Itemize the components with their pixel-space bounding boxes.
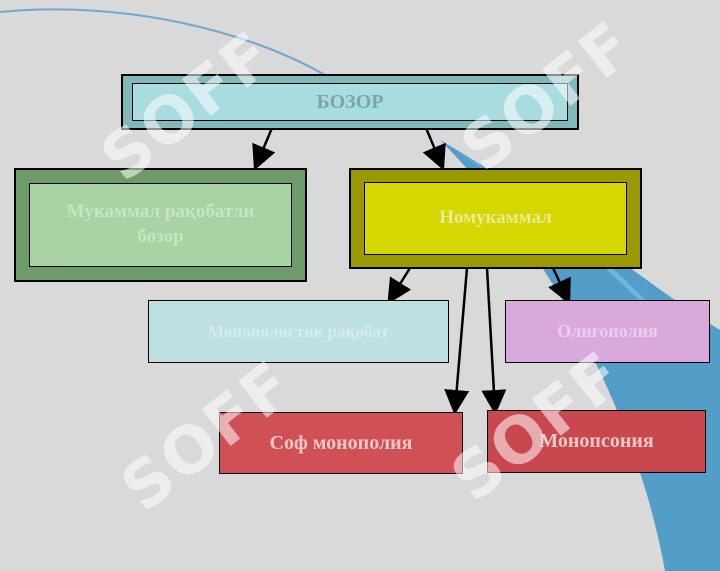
box-perfect-competition-label: Мукаммал рақобатли бозор <box>66 201 255 247</box>
box-monopsony-label: Монопсония <box>539 430 654 452</box>
box-monopolistic-competition-label: Монополистик рақобат <box>208 321 389 341</box>
box-monopolistic-competition: Монополистик рақобат <box>148 300 449 363</box>
box-pure-monopoly-label: Соф монополия <box>269 431 413 454</box>
arrow-right-to-mid-left <box>387 267 412 305</box>
arrow-top-to-right <box>422 127 446 171</box>
box-imperfect: Номукаммал <box>349 168 642 269</box>
arrow-right-to-bottom-left <box>444 267 470 415</box>
box-pure-monopoly: Соф монополия <box>219 412 463 474</box>
box-imperfect-label: Номукаммал <box>439 207 552 229</box>
box-perfect-competition: Мукаммал рақобатли бозор <box>14 168 307 282</box>
arrow-right-to-mid-right <box>548 267 571 305</box>
box-bozor-label: БОЗОР <box>316 91 384 113</box>
box-bozor: БОЗОР <box>121 74 579 130</box>
arrow-right-to-bottom-right <box>481 267 507 415</box>
box-oligopoly-label: Олигополия <box>557 321 658 341</box>
box-oligopoly: Олигополия <box>505 300 710 363</box>
box-monopsony: Монопсония <box>487 410 706 473</box>
arrow-top-to-left <box>252 127 276 171</box>
